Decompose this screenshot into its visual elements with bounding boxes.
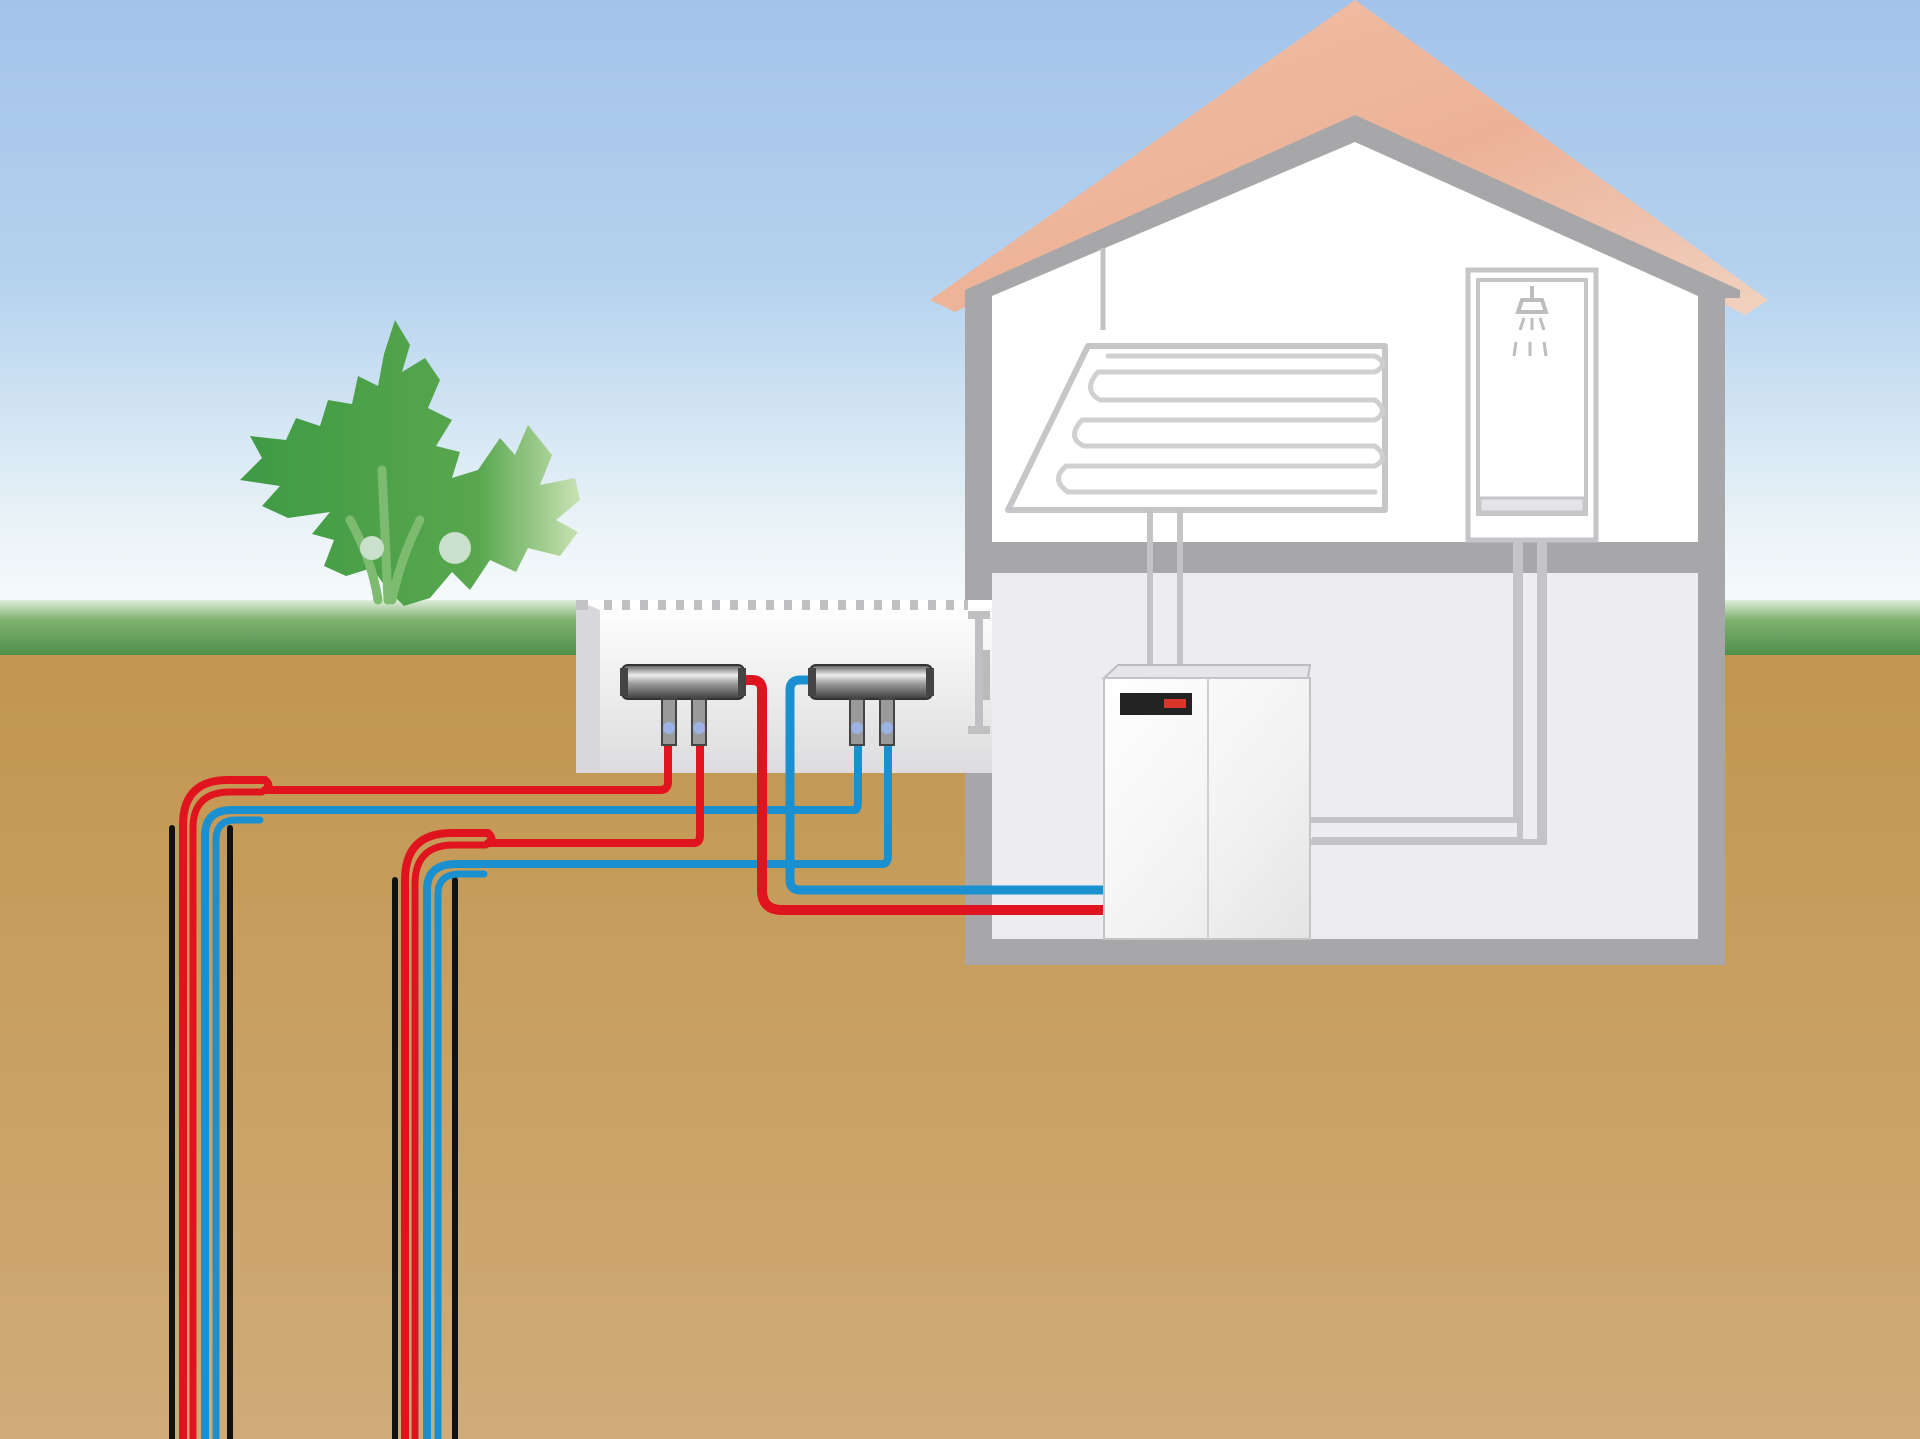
heat-pump-badge bbox=[1164, 699, 1186, 708]
tree-icon bbox=[240, 320, 580, 606]
underfloor-heating-coil bbox=[1005, 343, 1388, 668]
dhw-pipe bbox=[1310, 540, 1543, 845]
borehole-probe bbox=[392, 877, 458, 1439]
heat-pump-display bbox=[1120, 693, 1192, 715]
heat-pump-unit bbox=[1101, 664, 1312, 940]
borehole-probe bbox=[169, 825, 233, 1439]
upper-floor-interior bbox=[992, 142, 1698, 542]
basement-interior bbox=[992, 573, 1698, 939]
manifold bbox=[808, 664, 934, 746]
manifold bbox=[620, 664, 746, 746]
brine-pipes bbox=[169, 675, 1109, 1439]
